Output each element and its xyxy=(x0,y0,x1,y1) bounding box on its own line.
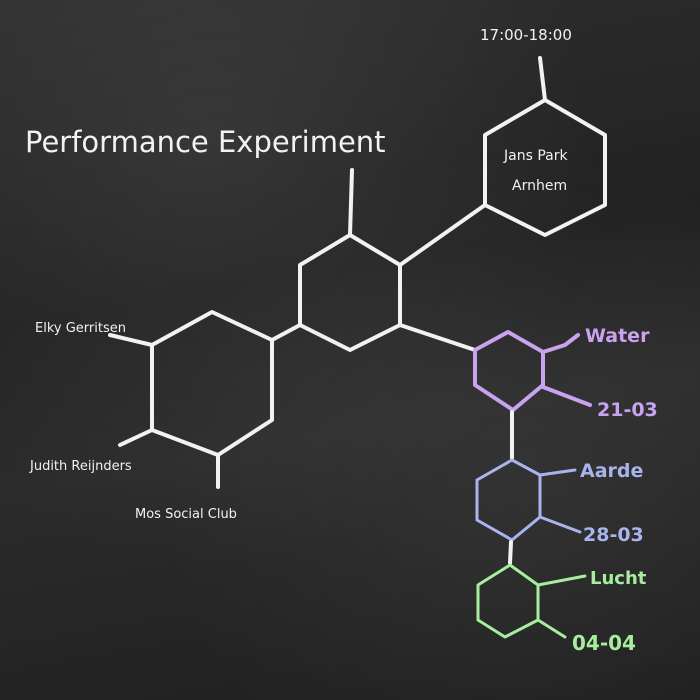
bond xyxy=(538,515,582,534)
bond xyxy=(538,468,577,477)
hexagon-location xyxy=(483,98,607,237)
person-name: Judith Reijnders xyxy=(29,459,132,474)
location-line2: Arnhem xyxy=(512,178,567,194)
bond-time xyxy=(538,56,547,102)
bond xyxy=(536,618,567,639)
date-label-lucht: 04-04 xyxy=(572,631,636,655)
date-label-water: 21-03 xyxy=(597,399,658,421)
bond xyxy=(118,428,154,447)
hexagon-center xyxy=(298,233,402,352)
date-label-aarde: 28-03 xyxy=(583,524,644,546)
hexagon-people xyxy=(150,310,274,457)
bond xyxy=(398,203,487,267)
bond xyxy=(536,574,587,587)
hexagon-aarde xyxy=(475,458,542,542)
bond xyxy=(348,168,354,237)
time-label: 17:00-18:00 xyxy=(480,26,572,44)
poster-title: Performance Experiment xyxy=(25,125,386,159)
bond xyxy=(270,323,302,342)
location-line1: Jans Park xyxy=(503,148,568,164)
bond xyxy=(108,333,154,347)
bond xyxy=(508,540,513,565)
organization-name: Mos Social Club xyxy=(135,507,237,522)
element-label-water: Water xyxy=(585,325,650,347)
element-label-aarde: Aarde xyxy=(580,460,643,482)
hexagon-lucht xyxy=(476,563,540,639)
person-name: Elky Gerritsen xyxy=(35,321,126,336)
bond xyxy=(541,385,592,407)
hexagon-water xyxy=(473,330,545,412)
bond xyxy=(541,333,580,354)
bond xyxy=(398,323,477,352)
element-label-lucht: Lucht xyxy=(590,568,647,589)
